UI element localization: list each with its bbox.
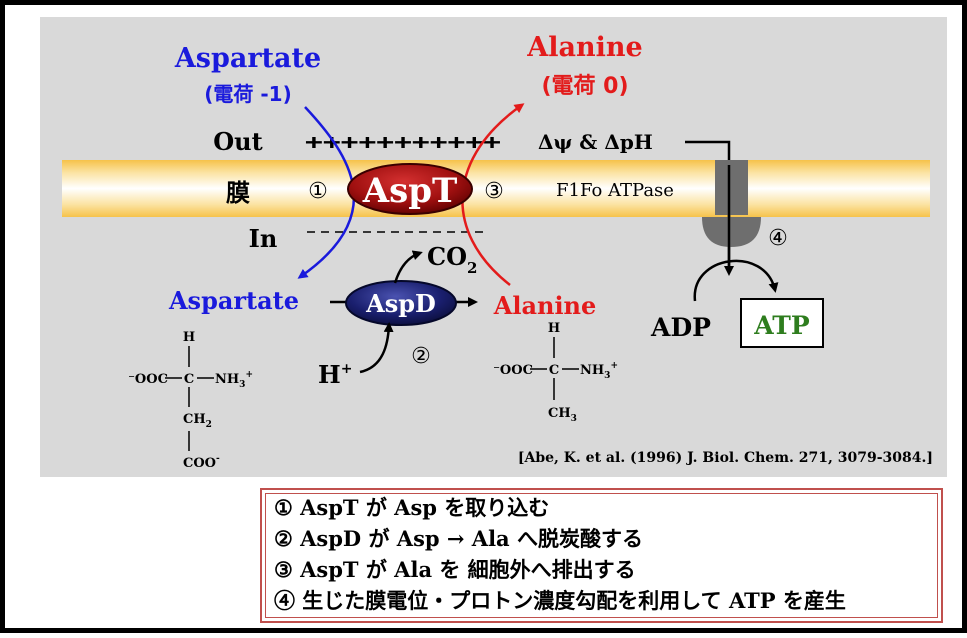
asp-ch2-main: CH [183,412,206,427]
aspd-enzyme [345,280,457,326]
atp-label: ATP [753,311,810,340]
citation: [Abe, K. et al. (1996) J. Biol. Chem. 27… [518,450,933,466]
gradient-label: Δψ & ΔpH [538,130,653,154]
ala-nh-sup: + [610,361,618,371]
alanine-out-label: Alanine [526,32,642,63]
co2-release-arrow [393,250,423,284]
legend-inner-border [265,493,938,618]
diagram-panel [40,17,947,477]
ala-ch3: CH3 [548,406,577,424]
ala-nh-sub: 3 [604,371,610,381]
asp-nh-sup: + [245,370,253,380]
asp-h: H [183,330,195,345]
alanine-in-label: Alanine [493,291,597,320]
atpase-fo-stalk [715,160,748,215]
asp-left-group: ⁻OOC [128,372,168,387]
alanine-charge-label: (電荷 0) [541,74,628,99]
h-plus-label: H+ [318,360,352,389]
membrane-band [62,160,930,217]
adp-label: ADP [650,313,711,342]
legend-step3: ③ AspT が Ala を 細胞外へ排出する [274,557,636,582]
aspd-label: AspD [365,289,436,318]
co2-label: CO2 [427,242,477,277]
aspartate-structure: H ⁻OOC C NH3+ CH2 COO- [128,330,253,471]
atpase-label: F1Fo ATPase [556,180,674,201]
asp-nh: NH [215,372,239,387]
co2-subscript: 2 [467,259,477,277]
h-main: H [318,360,341,389]
out-label: Out [213,127,262,156]
h-superscript: + [341,361,353,377]
step2-marker: ② [411,344,431,369]
asp-nh-sub: 3 [239,380,245,390]
aspt-label: AspT [362,171,458,211]
in-label: In [249,224,278,253]
asp-coo-main: COO [183,456,216,471]
ala-ch3-main: CH [548,406,571,421]
adp-to-atp-arrow [693,259,779,302]
legend-box: ① AspT が Asp を取り込む ② AspD が Asp → Ala へ脱… [260,488,943,623]
membrane-label: 膜 [225,179,250,207]
ala-c: C [549,363,559,378]
ala-h: H [548,321,560,336]
alanine-structure: H ⁻OOC C NH3+ CH3 [493,321,618,424]
asp-right-group: NH3+ [215,370,253,390]
co2-main: CO [427,242,467,271]
ala-right-group: NH3+ [580,361,618,381]
aspartate-in-label: Aspartate [168,286,299,315]
ala-left-group: ⁻OOC [493,363,533,378]
step3-marker: ③ [484,179,504,204]
aspt-transporter [347,163,473,215]
ala-ch3-sub: 3 [571,414,577,424]
proton-uptake-arrow [359,322,394,374]
legend-step2: ② AspD が Asp → Ala へ脱炭酸する [274,526,643,551]
step4-marker: ④ [768,226,788,251]
aspartate-charge-label: (電荷 -1) [204,82,291,106]
aspartate-out-label: Aspartate [174,43,321,74]
asp-c: C [184,372,194,387]
step1-marker: ① [308,179,328,204]
atpase-f1-head [702,217,761,247]
asp-coo-sup: - [216,454,220,464]
atp-box [740,298,824,348]
asp-ch2: CH2 [183,412,212,430]
asp-coo: COO- [183,454,220,471]
asp-ch2-sub: 2 [206,420,212,430]
ala-nh: NH [580,363,604,378]
legend-step4: ④ 生じた膜電位・プロトン濃度勾配を利用して ATP を産生 [274,588,846,613]
legend-step1: ① AspT が Asp を取り込む [274,495,550,520]
pathway-diagram: Out 膜 In +++++++++++ Aspartate (電荷 -1) A… [62,32,933,471]
